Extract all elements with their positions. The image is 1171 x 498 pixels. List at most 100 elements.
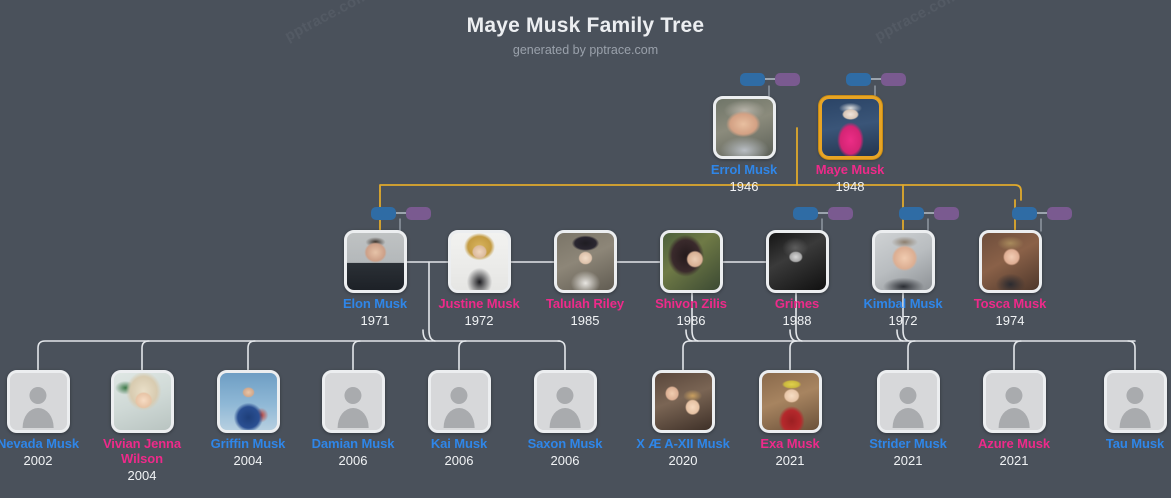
person-year: 2021 xyxy=(893,452,923,468)
person-name: Strider Musk xyxy=(869,436,947,451)
person-node-griffin[interactable]: Griffin Musk 2004 xyxy=(190,370,306,469)
person-node-justine[interactable]: Justine Musk 1972 xyxy=(421,230,537,329)
person-year: 1948 xyxy=(835,178,865,194)
person-photo[interactable] xyxy=(758,370,822,433)
person-node-damian[interactable]: Damian Musk 2006 xyxy=(295,370,411,469)
placeholder-avatar-icon xyxy=(9,373,67,430)
person-node-strider[interactable]: Strider Musk 2021 xyxy=(850,370,966,469)
parent-badge-mother-icon[interactable] xyxy=(1047,206,1072,220)
person-node-exa[interactable]: Exa Musk 2021 xyxy=(732,370,848,469)
person-photo[interactable] xyxy=(216,370,280,433)
parent-badge-mother-icon[interactable] xyxy=(406,206,431,220)
person-photo[interactable] xyxy=(553,230,617,293)
parent-badges-elon[interactable] xyxy=(371,206,431,220)
parent-badge-mother-icon[interactable] xyxy=(775,72,800,86)
person-node-xaeaxii[interactable]: X Æ A-XII Musk 2020 xyxy=(625,370,741,469)
person-name: X Æ A-XII Musk xyxy=(636,436,730,451)
person-node-nevada[interactable]: Nevada Musk 2002 xyxy=(0,370,96,469)
person-node-tau[interactable]: Tau Musk xyxy=(1077,370,1171,453)
person-node-tosca[interactable]: Tosca Musk 1974 xyxy=(952,230,1068,329)
portrait-tosca xyxy=(981,233,1039,290)
person-node-kimbal[interactable]: Kimbal Musk 1972 xyxy=(845,230,961,329)
person-node-maye[interactable]: Maye Musk 1948 xyxy=(792,96,908,195)
parent-badges-maye[interactable] xyxy=(846,72,906,86)
parent-badges-grimes[interactable] xyxy=(793,206,853,220)
portrait-exa xyxy=(761,373,819,430)
portrait-elon xyxy=(346,233,404,290)
page-title: Maye Musk Family Tree xyxy=(466,14,705,37)
person-name: Nevada Musk xyxy=(0,436,79,451)
person-name: Justine Musk xyxy=(438,296,520,311)
badge-connector xyxy=(1037,212,1047,214)
person-photo[interactable] xyxy=(6,370,70,433)
person-photo-root[interactable] xyxy=(818,96,882,159)
placeholder-avatar-icon xyxy=(1106,373,1164,430)
person-photo[interactable] xyxy=(659,230,723,293)
parent-badges-errol[interactable] xyxy=(740,72,800,86)
person-node-elon[interactable]: Elon Musk 1971 xyxy=(317,230,433,329)
parent-badge-father-icon[interactable] xyxy=(740,72,765,86)
person-name: Kai Musk xyxy=(430,436,488,451)
person-photo[interactable] xyxy=(712,96,776,159)
parent-badge-mother-icon[interactable] xyxy=(934,206,959,220)
placeholder-avatar-icon xyxy=(879,373,937,430)
person-photo[interactable] xyxy=(427,370,491,433)
person-photo[interactable] xyxy=(1103,370,1167,433)
person-photo[interactable] xyxy=(110,370,174,433)
badge-connector xyxy=(871,78,881,80)
person-node-kai[interactable]: Kai Musk 2006 xyxy=(401,370,517,469)
person-name: Vivian Jenna Wilson xyxy=(102,436,182,466)
person-photo[interactable] xyxy=(978,230,1042,293)
person-photo[interactable] xyxy=(651,370,715,433)
portrait-shivon xyxy=(662,233,720,290)
parent-badge-father-icon[interactable] xyxy=(1012,206,1037,220)
portrait-errol xyxy=(715,99,773,156)
person-photo[interactable] xyxy=(533,370,597,433)
person-year: 1971 xyxy=(360,312,390,328)
page-subtitle: generated by pptrace.com xyxy=(512,43,659,57)
person-node-talulah[interactable]: Talulah Riley 1985 xyxy=(527,230,643,329)
person-year: 2006 xyxy=(444,452,474,468)
person-year: 2021 xyxy=(999,452,1029,468)
parent-badges-tosca[interactable] xyxy=(1012,206,1072,220)
person-photo[interactable] xyxy=(447,230,511,293)
portrait-maye xyxy=(821,99,879,156)
person-node-errol[interactable]: Errol Musk 1946 xyxy=(686,96,802,195)
person-node-saxon[interactable]: Saxon Musk 2006 xyxy=(507,370,623,469)
person-node-grimes[interactable]: Grimes 1988 xyxy=(739,230,855,329)
person-year: 2004 xyxy=(127,467,157,483)
person-name: Griffin Musk xyxy=(210,436,286,451)
person-node-shivon[interactable]: Shivon Zilis 1986 xyxy=(633,230,749,329)
person-year: 1946 xyxy=(729,178,759,194)
person-photo[interactable] xyxy=(871,230,935,293)
parent-badge-father-icon[interactable] xyxy=(793,206,818,220)
person-node-vivian[interactable]: Vivian Jenna Wilson 2004 xyxy=(84,370,200,483)
person-name: Talulah Riley xyxy=(546,296,624,311)
badge-connector xyxy=(396,212,406,214)
person-photo[interactable] xyxy=(321,370,385,433)
person-name: Maye Musk xyxy=(815,162,885,177)
parent-badge-mother-icon[interactable] xyxy=(881,72,906,86)
person-node-azure[interactable]: Azure Musk 2021 xyxy=(956,370,1072,469)
person-name: Shivon Zilis xyxy=(655,296,727,311)
parent-badges-kimbal[interactable] xyxy=(899,206,959,220)
person-year: 2006 xyxy=(550,452,580,468)
person-photo[interactable] xyxy=(343,230,407,293)
person-year: 1988 xyxy=(782,312,812,328)
person-photo[interactable] xyxy=(765,230,829,293)
parent-badge-father-icon[interactable] xyxy=(846,72,871,86)
parent-badge-mother-icon[interactable] xyxy=(828,206,853,220)
person-photo[interactable] xyxy=(876,370,940,433)
person-name: Azure Musk xyxy=(978,436,1050,451)
parent-badge-father-icon[interactable] xyxy=(899,206,924,220)
person-name: Kimbal Musk xyxy=(863,296,943,311)
person-year: 1972 xyxy=(888,312,918,328)
person-year: 1985 xyxy=(570,312,600,328)
person-year: 1986 xyxy=(676,312,706,328)
badge-connector xyxy=(765,78,775,80)
parent-badge-father-icon[interactable] xyxy=(371,206,396,220)
person-photo[interactable] xyxy=(982,370,1046,433)
person-year: 1974 xyxy=(995,312,1025,328)
portrait-kimbal xyxy=(874,233,932,290)
